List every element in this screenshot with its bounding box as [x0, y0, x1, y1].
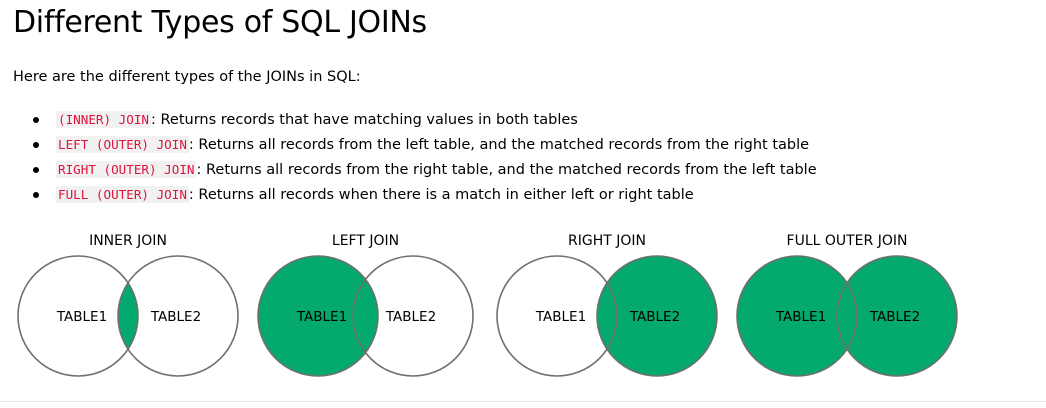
bullet-icon	[33, 117, 39, 123]
venn-diagram-left-join: LEFT JOIN TABLE1 TABLE2	[257, 233, 474, 377]
left-circle-fill	[258, 256, 378, 376]
inline-code: RIGHT (OUTER) JOIN	[56, 161, 197, 178]
separator: :	[188, 137, 194, 153]
right-table-label: TABLE2	[150, 309, 201, 325]
left-circle-outline	[17, 255, 139, 377]
left-table-label: TABLE1	[296, 309, 347, 325]
separator: :	[196, 162, 202, 178]
venn-diagram-right-join: RIGHT JOIN TABLE1 TABLE2	[496, 233, 718, 377]
right-circle-outline	[836, 255, 958, 377]
inline-code: LEFT (OUTER) JOIN	[56, 136, 189, 153]
left-table-label: TABLE1	[56, 309, 107, 325]
diagram-title: FULL OUTER JOIN	[787, 233, 908, 249]
join-types-list: (INNER) JOIN: Returns records that have …	[0, 109, 817, 209]
list-item: RIGHT (OUTER) JOIN: Returns all records …	[0, 159, 817, 184]
right-table-label: TABLE2	[869, 309, 920, 325]
right-circle-outline	[352, 255, 474, 377]
list-item: FULL (OUTER) JOIN: Returns all records w…	[0, 184, 817, 209]
left-circle-outline	[736, 255, 858, 377]
list-item: (INNER) JOIN: Returns records that have …	[0, 109, 817, 134]
left-circle-outline	[496, 255, 618, 377]
diagram-title: INNER JOIN	[89, 233, 167, 249]
left-table-label: TABLE1	[775, 309, 826, 325]
inline-code: (INNER) JOIN	[56, 111, 151, 128]
join-description: Returns all records from the right table…	[201, 162, 817, 178]
right-circle-fill	[597, 256, 717, 376]
left-table-label: TABLE1	[535, 309, 586, 325]
page-title: Different Types of SQL JOINs	[13, 5, 427, 40]
diagram-title: LEFT JOIN	[332, 233, 399, 249]
list-item: LEFT (OUTER) JOIN: Returns all records f…	[0, 134, 817, 159]
join-description: Returns all records from the left table,…	[193, 137, 810, 153]
right-table-label: TABLE2	[385, 309, 436, 325]
diagram-title: RIGHT JOIN	[568, 233, 646, 249]
inline-code: FULL (OUTER) JOIN	[56, 186, 189, 203]
left-circle-fill	[737, 256, 857, 376]
separator: :	[151, 112, 156, 128]
right-table-label: TABLE2	[629, 309, 680, 325]
join-description: Returns all records when there is a matc…	[193, 187, 694, 203]
left-circle-outline	[257, 255, 379, 377]
bullet-icon	[33, 192, 39, 198]
right-circle-outline	[117, 255, 239, 377]
right-circle-fill	[837, 256, 957, 376]
venn-diagram-full-outer-join: FULL OUTER JOIN TABLE1 TABLE2	[736, 233, 958, 377]
join-description: Returns records that have matching value…	[155, 112, 578, 128]
join-diagrams: INNER JOIN TABLE1 TABLE2 LEFT JOIN TABLE1 TAB…	[17, 233, 958, 377]
separator: :	[188, 187, 194, 203]
bullet-icon	[33, 167, 39, 173]
bullet-icon	[33, 142, 39, 148]
venn-diagram-inner-join: INNER JOIN TABLE1 TABLE2	[17, 233, 239, 377]
divider	[0, 401, 1046, 402]
intro-text: Here are the different types of the JOIN…	[13, 69, 361, 85]
right-circle-outline	[596, 255, 718, 377]
